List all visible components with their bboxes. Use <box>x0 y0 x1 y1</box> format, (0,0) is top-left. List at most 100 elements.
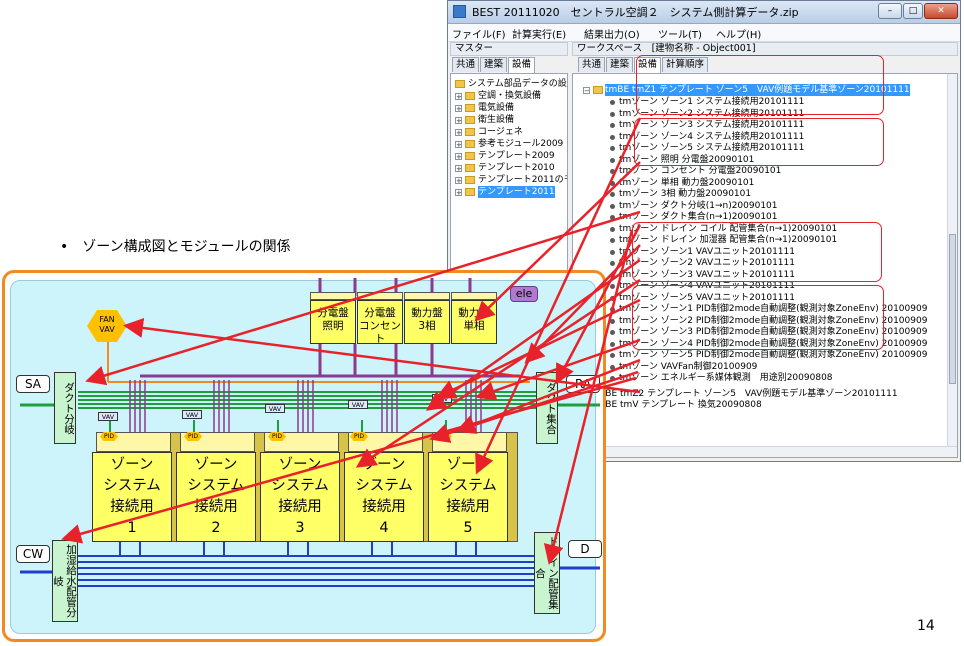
module-item[interactable]: tmゾーン コンセント 分電盤20090101 <box>573 165 949 177</box>
module-item[interactable]: tmゾーン 照明 分電盤20090101 <box>573 154 949 166</box>
zone-label: 接続用 <box>278 499 322 515</box>
tab-ws-calc-order[interactable]: 計算順序 <box>662 57 709 72</box>
module-dot-icon <box>610 111 615 117</box>
menu-help[interactable]: ヘルプ(H) <box>716 30 762 41</box>
tab-building[interactable]: 建築 <box>480 57 508 72</box>
tree-item-label: tmゾーン ダクト集合(n→1)20090101 <box>619 212 778 222</box>
module-dot-icon <box>610 238 615 243</box>
vav-tag: VAV <box>265 404 285 413</box>
bullet-text: • ゾーン構成図とモジュールの関係 <box>60 239 291 255</box>
module-item[interactable]: tmゾーン ゾーン4 VAVユニット20101111 <box>573 280 949 292</box>
folder-icon <box>465 152 475 160</box>
horizontal-scrollbar[interactable] <box>573 446 957 457</box>
module-dot-icon <box>610 376 615 381</box>
highlight-box <box>636 55 884 115</box>
pid-tag: PID <box>268 432 286 441</box>
close-button[interactable]: ✕ <box>924 3 958 19</box>
tree-folder-item[interactable]: + テンプレート2010 <box>451 162 567 174</box>
tree-folder-item[interactable]: +空調・換気設備 <box>451 90 567 102</box>
menu-tools[interactable]: ツール(T) <box>658 30 702 41</box>
tab-ws-building[interactable]: 建築 <box>606 57 634 72</box>
module-dot-icon <box>610 226 615 232</box>
vertical-scrollbar[interactable] <box>947 74 957 446</box>
tree-folder-item[interactable]: +電気設備 <box>451 102 567 114</box>
zone-label: 2 <box>211 520 221 536</box>
module-item[interactable]: tmゾーン 単相 動力盤20090101 <box>573 177 949 189</box>
module-item[interactable]: tmゾーン ゾーン2 VAVユニット20101111 <box>573 257 949 269</box>
module-item[interactable]: tmゾーン ゾーン1 システム接続用20101111 <box>573 96 949 108</box>
tree-item-label: tmゾーン コンセント 分電盤20090101 <box>619 166 782 176</box>
tree-folder-item[interactable]: + テンプレート2011のモジ <box>451 174 567 186</box>
panel-top <box>310 292 356 300</box>
folder-icon <box>465 188 475 196</box>
module-item[interactable]: tmゾーン ドレイン 加湿器 配管集合(n→1)20090101 <box>573 234 949 246</box>
menu-calc[interactable]: 計算実行(E) <box>512 30 567 41</box>
expand-icon[interactable]: + <box>455 105 462 113</box>
module-item[interactable]: tmゾーン ゾーン4 システム接続用20101111 <box>573 131 949 143</box>
tree-item-label: tmゾーン ゾーン4 VAVユニット20101111 <box>619 281 795 291</box>
expand-icon[interactable]: + <box>455 141 462 149</box>
pid-tag: PID <box>100 432 118 441</box>
tree-folder-item[interactable]: +コージェネ <box>451 126 567 138</box>
scrollbar-thumb[interactable] <box>949 234 956 384</box>
tab-ws-common[interactable]: 共通 <box>578 57 606 72</box>
expand-icon[interactable]: + <box>455 153 462 161</box>
module-item[interactable]: tmゾーン ゾーン3 システム接続用20101111 <box>573 119 949 131</box>
menu-file[interactable]: ファイル(F) <box>452 30 506 41</box>
module-item[interactable]: tmゾーン ゾーン2 PID制御2mode自動調整(観測対象ZoneEnv) 2… <box>573 315 949 327</box>
module-item[interactable]: tmゾーン ゾーン2 システム接続用20101111 <box>573 108 949 120</box>
expand-icon[interactable]: + <box>455 93 462 101</box>
tree-item-label: tmゾーン ゾーン5 PID制御2mode自動調整(観測対象ZoneEnv) 2… <box>619 350 928 360</box>
zone-label: 接続用 <box>110 499 154 515</box>
tree-item-label: テンプレート2011 <box>478 186 555 198</box>
tab-common[interactable]: 共通 <box>452 57 480 72</box>
expand-icon[interactable]: + <box>455 117 462 125</box>
tree-item-label: tmゾーン ゾーン1 PID制御2mode自動調整(観測対象ZoneEnv) 2… <box>619 304 928 314</box>
relation-arrow <box>355 278 641 468</box>
module-item[interactable]: tmゾーン ドレイン コイル 配管集合(n→1)20090101 <box>573 223 949 235</box>
expand-icon[interactable]: + <box>455 165 462 173</box>
tree-folder-item[interactable]: + テンプレート2011 <box>451 186 567 198</box>
module-item[interactable]: tmゾーン ゾーン5 システム接続用20101111 <box>573 142 949 154</box>
tree-item-label: tmゾーン ゾーン5 システム接続用20101111 <box>619 143 805 153</box>
minimize-button[interactable]: – <box>878 3 902 19</box>
module-item[interactable]: tmゾーン ゾーン3 PID制御2mode自動調整(観測対象ZoneEnv) 2… <box>573 326 949 338</box>
vav-tag: VAV <box>182 410 202 419</box>
expand-icon[interactable]: + <box>455 189 462 197</box>
module-item[interactable]: tmゾーン ゾーン4 PID制御2mode自動調整(観測対象ZoneEnv) 2… <box>573 338 949 350</box>
window-title: BEST 20111020 セントラル空調２ システム側計算データ.zip <box>472 6 799 19</box>
expand-icon[interactable]: − <box>583 87 590 95</box>
menu-output[interactable]: 結果出力(O) <box>584 30 640 41</box>
distribution-panel: 分電盤コンセント <box>357 300 403 345</box>
tab-equipment[interactable]: 設備 <box>508 57 536 73</box>
module-item[interactable]: tmゾーン ダクト分岐(1→n)20090101 <box>573 200 949 212</box>
panel-label: 分電盤 <box>364 307 396 319</box>
tree-folder-item[interactable]: +衛生設備 <box>451 114 567 126</box>
tree-item-label: テンプレート2011のモジ <box>478 175 567 185</box>
module-dot-icon <box>610 203 615 209</box>
module-dot-icon <box>610 192 615 197</box>
tree-item-label: tmゾーン VAVFan制御20100909 <box>619 361 758 372</box>
module-item[interactable]: tmゾーン エネルギー系媒体観測 用途別20090808 <box>573 372 949 384</box>
tree-root-item[interactable]: システム部品データの設定 <box>451 78 567 90</box>
expand-icon[interactable]: + <box>455 129 462 137</box>
module-item[interactable]: tmゾーン ゾーン1 VAVユニット20101111 <box>573 246 949 258</box>
module-item[interactable]: tmゾーン ゾーン5 PID制御2mode自動調整(観測対象ZoneEnv) 2… <box>573 349 949 361</box>
folder-icon <box>465 128 475 136</box>
tree-folder-item[interactable]: +参考モジュール2009 <box>451 138 567 150</box>
module-item[interactable]: tmゾーン VAVFan制御20100909 <box>573 361 949 373</box>
tree-item-label: tmゾーン ゾーン2 VAVユニット20101111 <box>619 258 795 268</box>
module-item[interactable]: tmゾーン ダクト集合(n→1)20090101 <box>573 211 949 223</box>
title-bar[interactable]: BEST 20111020 セントラル空調２ システム側計算データ.zip – … <box>448 1 960 24</box>
workspace-root-item[interactable]: −tmBE tmZ1 テンプレート ゾーン5 VAV例題モデル基準ゾーン2010… <box>573 84 949 96</box>
tree-item-label: テンプレート2010 <box>478 163 555 173</box>
expand-icon[interactable]: + <box>455 177 462 185</box>
folder-icon <box>465 116 475 124</box>
maximize-button[interactable]: □ <box>903 3 923 19</box>
tree-folder-item[interactable]: +テンプレート2009 <box>451 150 567 162</box>
vav-tag: VAV <box>98 412 118 421</box>
module-item[interactable]: tmゾーン 3相 動力盤20090101 <box>573 188 949 200</box>
zone-label: 接続用 <box>446 499 490 515</box>
